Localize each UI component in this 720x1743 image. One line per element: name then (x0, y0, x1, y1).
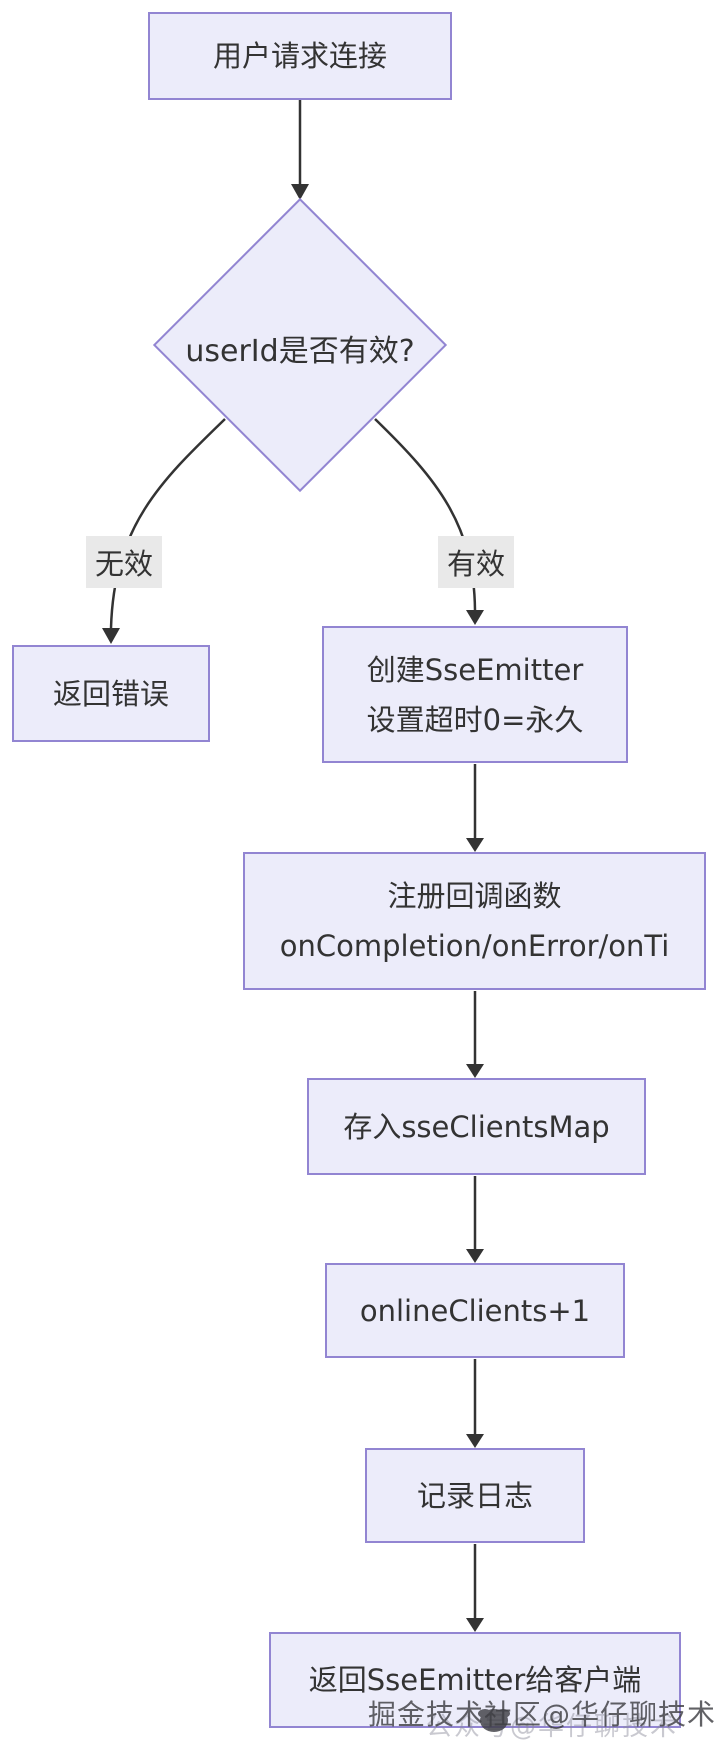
arrowhead-icon (466, 838, 484, 852)
watermark-text: 掘金技术社区@华仔聊技术 (368, 1698, 717, 1731)
panda-icon (480, 1709, 508, 1732)
watermark-ghost-text: 公众号@华仔聊技术 (426, 1712, 679, 1742)
arrowhead-icon (466, 1249, 484, 1263)
node-return-emitter: 返回SseEmitter给客户端 (269, 1632, 681, 1728)
node-return-error: 返回错误 (12, 645, 210, 742)
edge-label-text: 有效 (447, 547, 506, 581)
node-label: onlineClients+1 (359, 1293, 591, 1328)
arrowhead-icon (466, 1434, 484, 1448)
edge-label-text: 无效 (95, 547, 154, 581)
node-create-sse-emitter: 创建SseEmitter 设置超时0=永久 (322, 626, 628, 763)
node-store-clients-map: 存入sseClientsMap (307, 1078, 646, 1175)
edge-invalid-branch (109, 418, 226, 629)
node-label: 返回SseEmitter给客户端 (308, 1663, 642, 1697)
node-label-line: 创建SseEmitter (366, 652, 584, 687)
node-label-line: onCompletion/onError/onTi (279, 929, 670, 963)
watermark: 公众号@华仔聊技术 掘金技术社区@华仔聊技术 (368, 1693, 715, 1742)
node-record-log: 记录日志 (365, 1448, 585, 1543)
node-label: 记录日志 (416, 1478, 533, 1513)
node-user-request: 用户请求连接 (148, 12, 452, 100)
node-label: 返回错误 (52, 676, 169, 711)
arrowhead-icon (291, 184, 309, 200)
node-label: 存入sseClientsMap (343, 1109, 610, 1144)
arrowhead-icon (466, 610, 484, 625)
node-label-line: 注册回调函数 (387, 879, 562, 913)
edge-label-valid: 有效 (438, 536, 515, 588)
node-label: userId是否有效? (185, 334, 415, 369)
node-register-callbacks: 注册回调函数 onCompletion/onError/onTi (243, 852, 706, 990)
node-label: 用户请求连接 (212, 39, 387, 73)
edge-label-invalid: 无效 (86, 536, 163, 588)
node-online-clients: onlineClients+1 (325, 1263, 625, 1358)
arrowhead-icon (102, 628, 120, 644)
arrowhead-icon (466, 1618, 484, 1632)
arrowhead-icon (466, 1064, 484, 1078)
node-label-line: 设置超时0=永久 (366, 702, 584, 737)
node-userid-valid-decision: userId是否有效? (150, 326, 450, 370)
